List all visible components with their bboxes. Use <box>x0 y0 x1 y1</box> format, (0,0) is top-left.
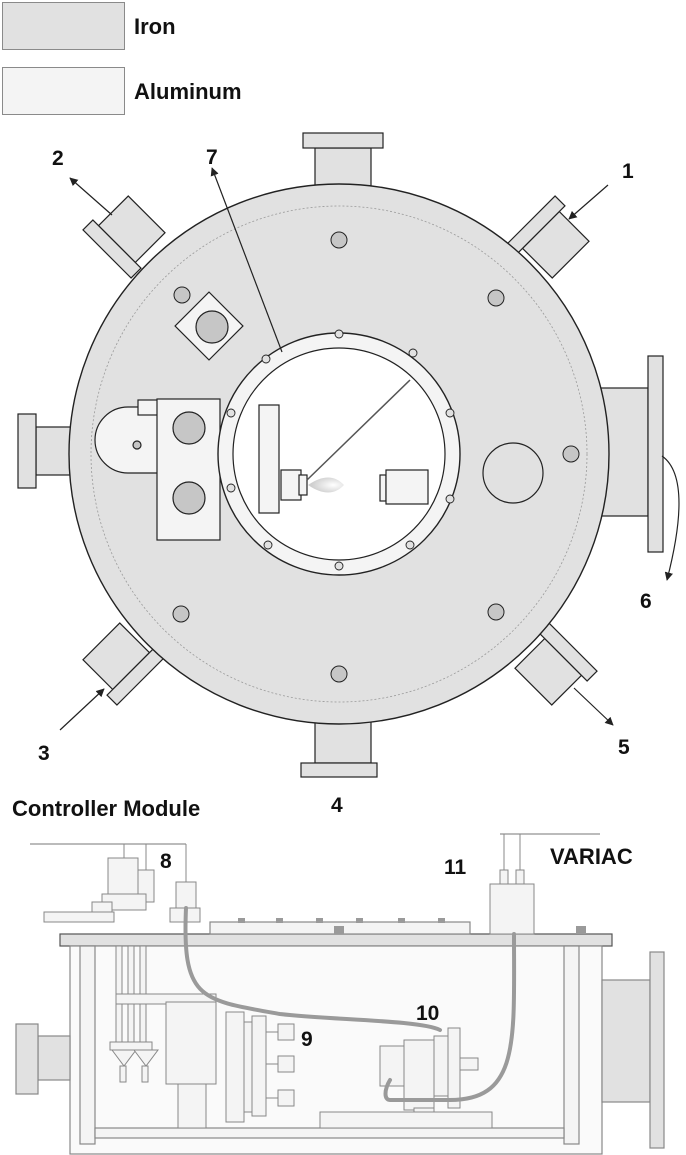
side-viewport <box>482 442 544 504</box>
substrate-holder <box>379 469 429 505</box>
callout-arrow-2 <box>69 177 113 216</box>
viewport-window <box>232 347 446 561</box>
callout-arrow-7 <box>210 167 283 353</box>
callout-label-11: 11 <box>444 856 467 879</box>
port-upper-left <box>82 195 166 279</box>
viewport-bolts <box>226 329 455 571</box>
legend-swatch-iron <box>2 2 125 50</box>
callout-arrow-6 <box>661 455 680 581</box>
callout-label-6: 6 <box>640 590 652 613</box>
chamber-bolt-circle <box>90 205 588 703</box>
callout-label-8: 8 <box>160 850 172 873</box>
port-right-large <box>599 355 664 553</box>
port-left <box>17 413 77 489</box>
legend-label-aluminum: Aluminum <box>134 79 242 104</box>
callout-label-2: 2 <box>52 147 64 170</box>
callout-arrow-5 <box>573 687 614 726</box>
variac-box <box>489 833 600 935</box>
callout-label-9: 9 <box>301 1028 313 1051</box>
gear-stack <box>225 1011 295 1123</box>
controller-right-port <box>601 951 665 1149</box>
legend-label-iron: Iron <box>134 14 176 39</box>
cable-right <box>383 932 517 1102</box>
variac-label: VARIAC <box>550 844 633 869</box>
cable-left <box>183 906 442 1032</box>
callout-label-10: 10 <box>416 1002 439 1025</box>
controller-left-port <box>15 1023 71 1095</box>
left-gun-assembly <box>94 398 221 541</box>
square-feedthrough <box>174 291 244 361</box>
callout-label-1: 1 <box>622 160 634 183</box>
target-source <box>258 404 344 514</box>
laser-beam <box>306 379 411 481</box>
port-lower-right <box>514 622 598 706</box>
callout-arrow-1 <box>568 184 609 220</box>
feedthrough-cluster <box>30 843 217 1129</box>
callout-label-5: 5 <box>618 736 630 759</box>
callout-label-7: 7 <box>206 146 218 169</box>
callout-arrow-3 <box>59 688 105 731</box>
legend-swatch-aluminum <box>2 67 125 115</box>
callout-label-3: 3 <box>38 742 50 765</box>
controller-title: Controller Module <box>12 796 200 821</box>
chamber-bolt-holes <box>172 231 580 683</box>
callout-label-4: 4 <box>331 794 343 817</box>
